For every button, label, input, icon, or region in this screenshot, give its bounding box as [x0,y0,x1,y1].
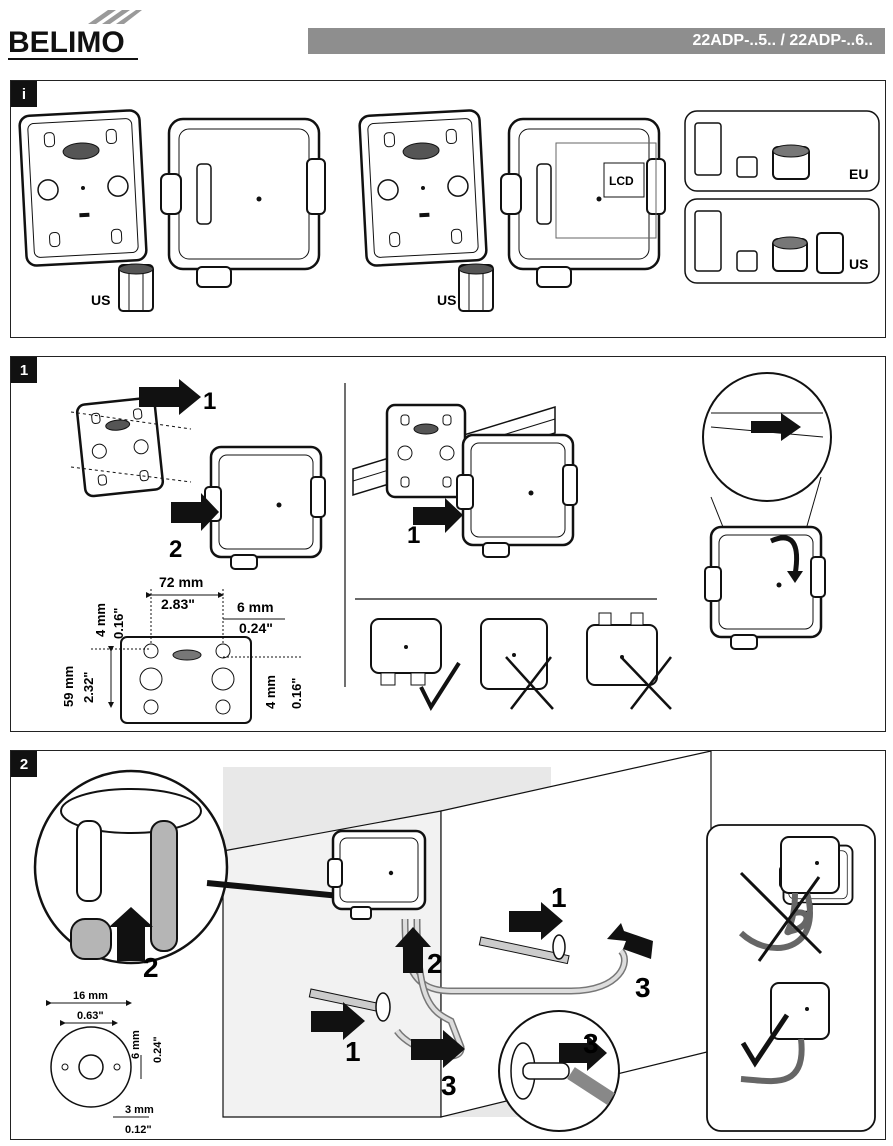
label-us-kit: US [849,256,868,272]
dim-inner-in: 0.24" [152,1036,164,1063]
dim-outer-mm: 16 mm [73,990,108,1002]
panel2-step-c: 2 [427,948,443,979]
logo-swoosh-icon [88,10,142,24]
belimo-logo: BELIMO [8,8,142,60]
model-number: 22ADP-..5.. / 22ADP-..6.. [692,32,873,49]
dim-hole-mm: 3 mm [125,1104,154,1116]
connection-illustration: 2 2 1 3 1 3 3 [33,751,876,1136]
panel-tag-2: 2 [11,751,37,777]
info-illustration: US LCD US EU US [17,108,880,312]
panel2-step-f: 3 [441,1070,457,1101]
dim-inner-mm: 6 mm [130,1030,142,1059]
dim-height-mm: 59 mm [61,666,76,707]
mounting-illustration: 1 2 72 mm 2.83" 6 mm 0.24" 4 mm 0.16" 59… [61,372,832,724]
dim-top-mm: 4 mm [93,603,108,637]
dim-edge-in: 0.24" [239,620,273,636]
pressure-connection-panel: 2 2 2 [10,750,886,1140]
label-lcd: LCD [609,174,634,188]
panel2-step-e: 3 [635,972,651,1003]
dim-height-in: 2.32" [81,672,96,703]
model-band: 22ADP-..5.. / 22ADP-..6.. [308,28,885,54]
dim-edge-mm: 6 mm [237,599,274,615]
label-us-right: US [437,292,456,308]
panel1-step-screw: 1 [203,388,216,415]
mounting-panel: 1 [10,356,886,732]
dim-outer-in: 0.63" [77,1010,104,1022]
panel1-step-mount: 2 [169,536,182,563]
dim-spacing-mm: 72 mm [159,574,203,590]
dim-spacing-in: 2.83" [161,596,195,612]
dim-bottom-mm: 4 mm [263,675,278,709]
panel2-step-d: 1 [345,1036,361,1067]
info-panel: i [10,80,886,338]
logo-underline [8,58,138,60]
label-us-left: US [91,292,110,308]
panel2-step-g: 3 [583,1028,599,1059]
panel2-step-b: 1 [551,882,567,913]
brand-name: BELIMO [8,26,125,59]
dim-top-in: 0.16" [111,608,126,639]
panel-tag-1: 1 [11,357,37,383]
panel1-step-rail: 1 [407,522,420,549]
panel-tag-info: i [11,81,37,107]
dim-hole-in: 0.12" [125,1124,152,1136]
dim-bottom-in: 0.16" [289,678,304,709]
panel2-step-a: 2 [143,952,159,983]
label-eu: EU [849,166,868,182]
